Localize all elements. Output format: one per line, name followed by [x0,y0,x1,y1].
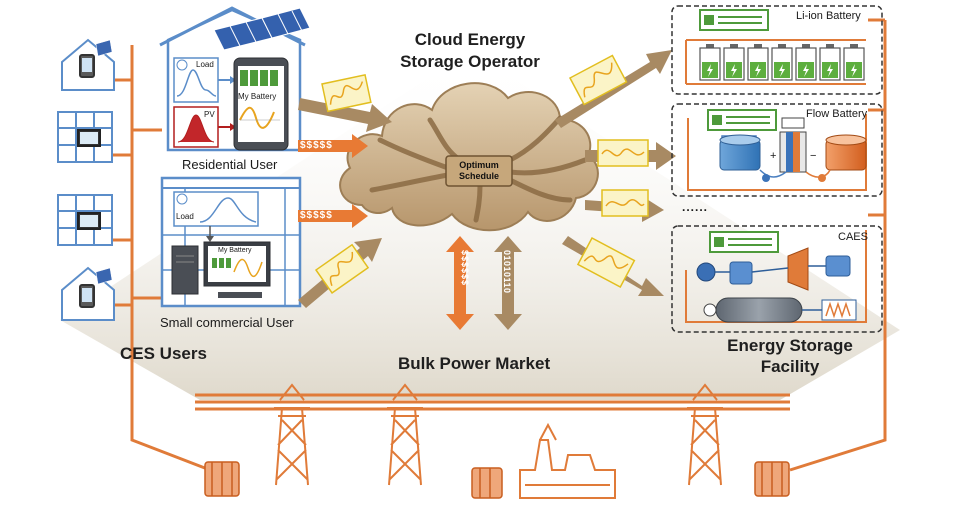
facility-title-line1: Energy Storage [727,336,853,355]
ces-users-title: CES Users [120,344,207,363]
schedule-label-line1: Optimum [459,160,499,170]
signal-card-user-top [321,73,372,113]
li-ion-cell [795,44,817,81]
li-ion-cell [843,44,865,81]
signal-card-facility-2 [597,139,649,167]
residential-house [159,6,311,152]
transformers [204,461,790,499]
signal-card-user-bottom [314,243,370,294]
optimum-schedule-box [445,155,513,187]
caes-box [671,225,883,333]
operator-title-line1: Cloud Energy [414,30,526,49]
signal-card-facility-4 [576,236,636,289]
flow-plus-sign: + [770,150,777,162]
cloud-operator [339,82,599,232]
flow-battery-label: Flow Battery [806,108,868,120]
load-label-residential: Load [196,60,214,69]
commercial-building [160,176,302,308]
schedule-label-line2: Schedule [458,171,499,181]
more-facilities-ellipsis: ...... [682,200,709,214]
li-ion-cell [771,44,793,81]
li-ion-cell [699,44,721,81]
transformer-center [471,467,503,499]
tower-2 [387,383,423,486]
signal-card-facility-1 [568,54,628,106]
smartphone-icon [233,57,289,151]
signal-card-facility-3 [601,189,649,217]
li-ion-label: Li-ion Battery [796,10,861,22]
tower-3 [687,383,723,486]
bulk-power-market-title: Bulk Power Market [398,354,551,373]
small-building-2 [57,194,113,246]
my-battery-label-residential: My Battery [238,92,277,101]
caes-label: CAES [838,231,868,243]
li-ion-battery-box [671,5,883,95]
money-flow-1: $$$$$ [300,140,333,151]
small-house-2 [61,266,115,321]
pv-label: PV [204,110,215,119]
operator-title-line2: Storage Operator [400,52,540,71]
transformer-left [204,461,240,497]
market-data-arrow [494,236,522,330]
li-ion-cell [819,44,841,81]
transformer-right [754,461,790,497]
transmission-towers [274,383,723,486]
market-bits-label: 01010110 [502,250,512,294]
li-ion-cell [723,44,745,81]
load-label-commercial: Load [176,212,194,221]
commercial-user-label: Small commercial User [160,315,294,330]
solar-panels-icon [213,7,311,51]
small-building-1 [57,111,113,163]
li-ion-cell [747,44,769,81]
my-battery-label-commercial: My Battery [218,247,252,254]
small-house-1 [61,38,115,91]
li-ion-cells [699,44,865,81]
facility-title-line2: Facility [760,357,820,376]
money-arrows [298,134,368,228]
money-flow-2: $$$$$ [300,210,333,221]
market-money-label: $$$$$$ [460,250,470,287]
flow-minus-sign: − [810,150,817,162]
load-chart-box [173,57,219,103]
tower-1 [274,383,310,486]
power-plant-icon [519,422,616,499]
flow-battery-box [671,103,883,197]
market-money-arrow [446,236,474,330]
residential-user-label: Residential User [182,157,278,172]
desktop-computer-icon [171,241,271,298]
